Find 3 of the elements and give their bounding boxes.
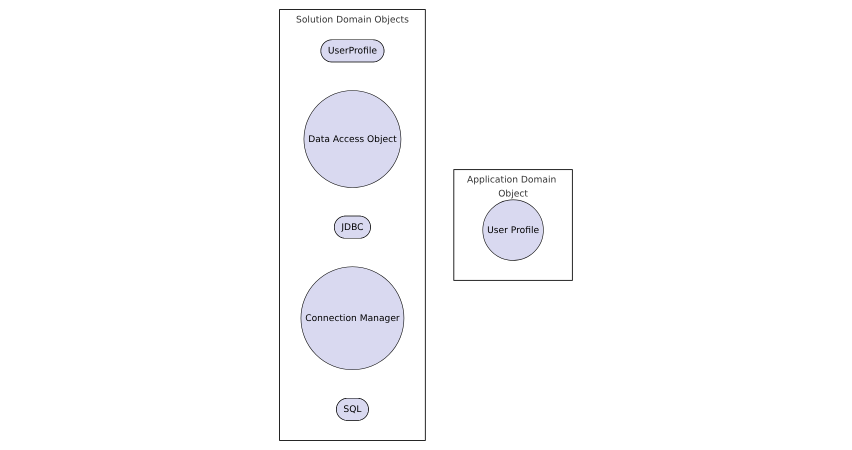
node-circle: Connection Manager xyxy=(300,266,404,370)
node-circle: Data Access Object xyxy=(304,90,402,188)
node-circle: User Profile xyxy=(482,200,544,261)
